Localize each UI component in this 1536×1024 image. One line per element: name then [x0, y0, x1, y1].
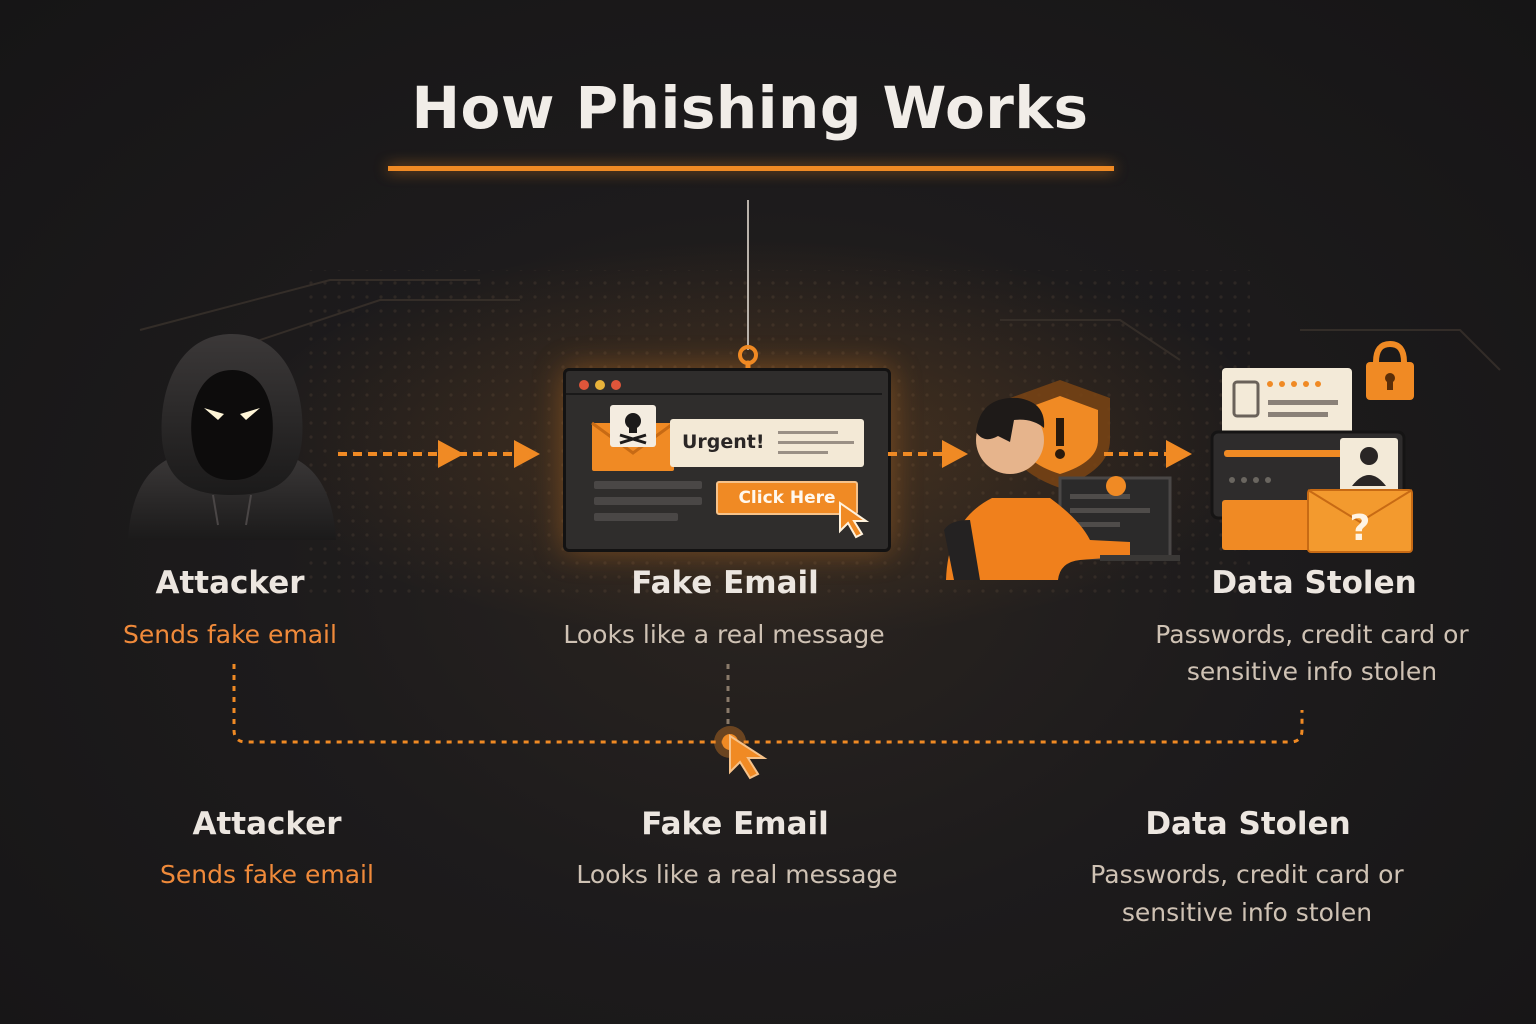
- arrow-attacker-to-email: [338, 440, 540, 468]
- bottom-desc-data-stolen-line1: Passwords, credit card or: [1090, 860, 1404, 889]
- svg-text:?: ?: [1350, 508, 1371, 549]
- step-label-data-stolen: Data Stolen: [1211, 565, 1417, 601]
- title-underline: [388, 166, 1114, 171]
- step-desc-attacker: Sends fake email: [123, 620, 337, 649]
- bottom-label-fake-email: Fake Email: [641, 806, 829, 842]
- arrow-victim-to-data: [1104, 440, 1192, 468]
- skull-envelope-icon: [591, 405, 675, 471]
- victim-at-computer-icon: [944, 380, 1180, 580]
- bottom-desc-attacker: Sends fake email: [160, 860, 374, 889]
- page-title: How Phishing Works: [411, 74, 1089, 142]
- bottom-label-data-stolen: Data Stolen: [1145, 806, 1351, 842]
- bottom-desc-data-stolen-line2: sensitive info stolen: [1121, 898, 1373, 927]
- stolen-data-icon: ?: [1210, 340, 1414, 553]
- click-here-button[interactable]: Click Here: [716, 481, 858, 515]
- step-desc-fake-email: Looks like a real message: [563, 620, 885, 649]
- fake-email-window: Urgent! Click Here: [563, 368, 891, 552]
- step-label-attacker: Attacker: [155, 565, 305, 601]
- bottom-label-attacker: Attacker: [192, 806, 342, 842]
- cursor-pointer-icon: [729, 734, 768, 780]
- hooded-attacker-icon: [128, 334, 336, 540]
- step-desc-data-stolen-line2: sensitive info stolen: [1186, 657, 1438, 686]
- window-controls-icon: [579, 380, 621, 390]
- arrow-email-to-victim: [888, 440, 968, 468]
- step-label-fake-email: Fake Email: [631, 565, 819, 601]
- cursor-arrow-icon: [839, 501, 870, 539]
- step-desc-data-stolen-line1: Passwords, credit card or: [1155, 620, 1469, 649]
- urgent-text: Urgent!: [682, 431, 765, 453]
- urgent-card: Urgent!: [670, 419, 864, 467]
- bottom-desc-fake-email: Looks like a real message: [576, 860, 898, 889]
